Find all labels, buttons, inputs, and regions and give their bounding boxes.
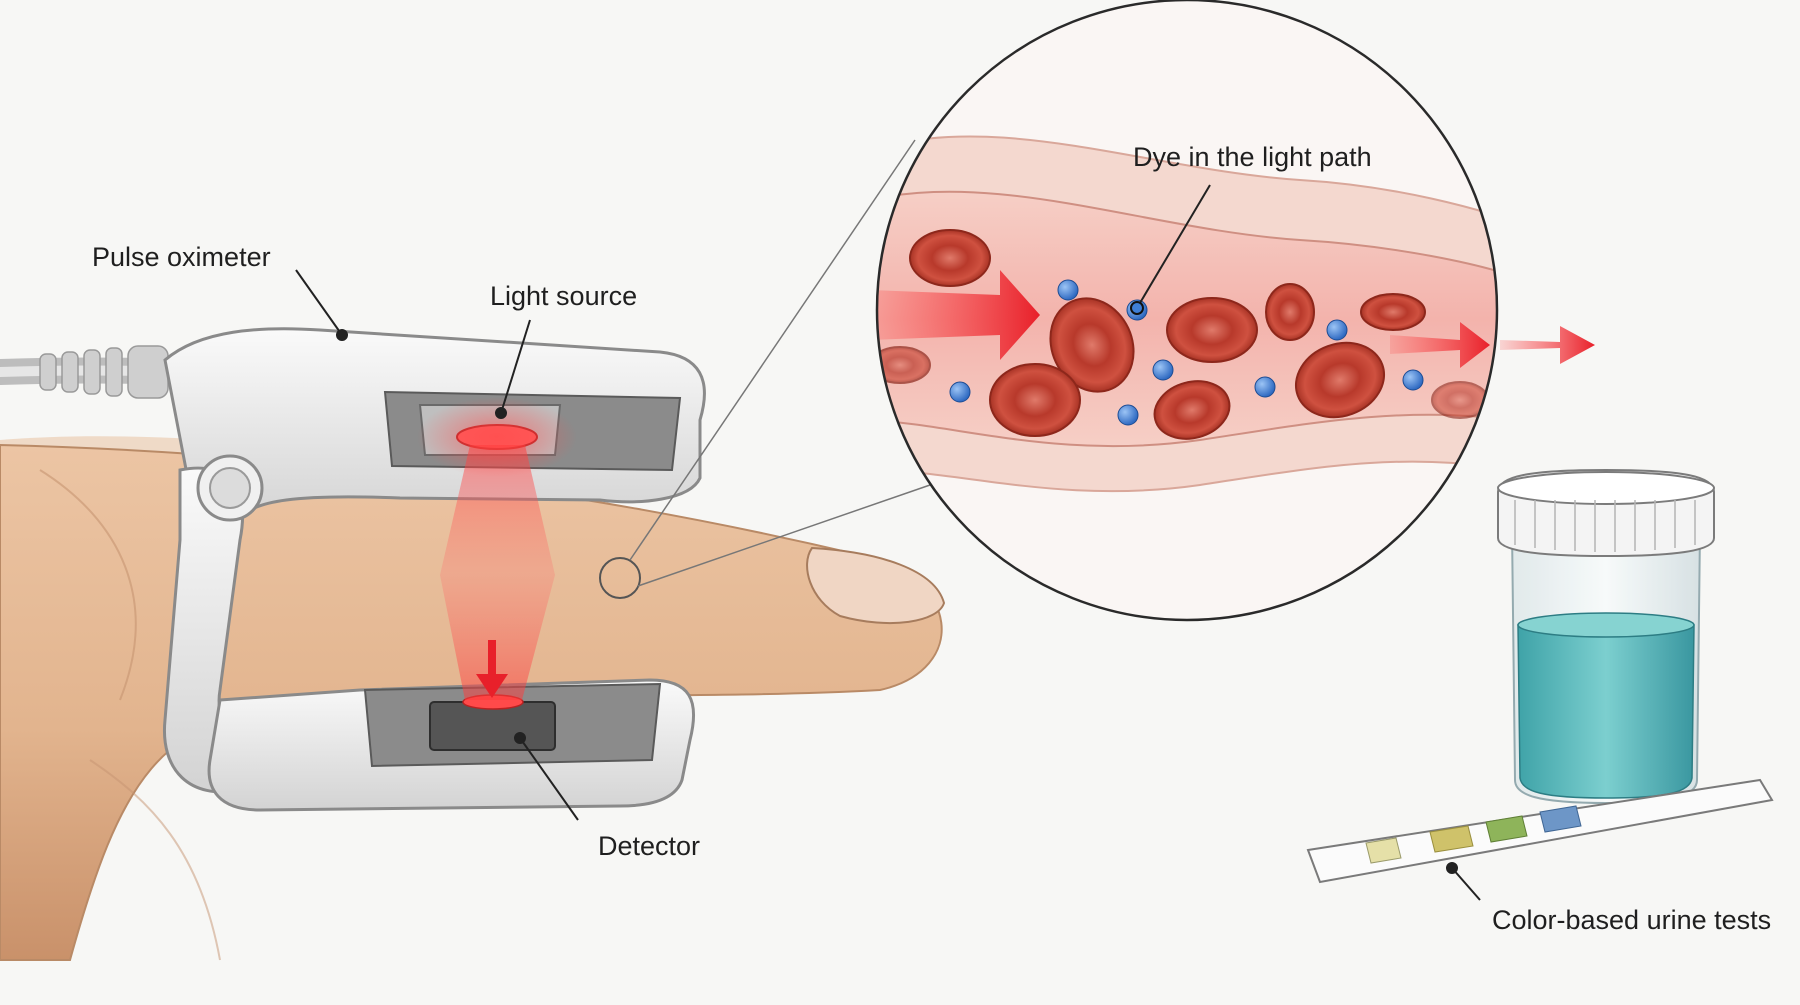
flow-arrow-out [1500,326,1595,364]
specimen-cup [1497,468,1715,805]
urine-sample [1517,624,1695,799]
connector-line-bottom [637,484,931,587]
magnified-blood-vessel [875,0,1499,622]
magnifier-ring [875,0,1499,622]
flow-arrow-in [877,270,1040,360]
leader-lines [295,184,1481,901]
connector-line-top [629,139,916,561]
magnify-spot [599,557,641,599]
flow-arrow-mid [1390,322,1490,368]
test-strip [1306,778,1774,884]
pulse-oximeter-clip [0,327,706,812]
label-detector: Detector [598,831,701,861]
label-light-source: Light source [490,281,638,311]
label-pulse-oximeter: Pulse oximeter [92,242,271,272]
red-blood-cells [877,229,1489,440]
label-dye: Dye in the light path [1133,142,1372,172]
label-urine-tests: Color-based urine tests [1492,905,1772,935]
fingernail [806,546,946,625]
light-beam [440,445,555,700]
